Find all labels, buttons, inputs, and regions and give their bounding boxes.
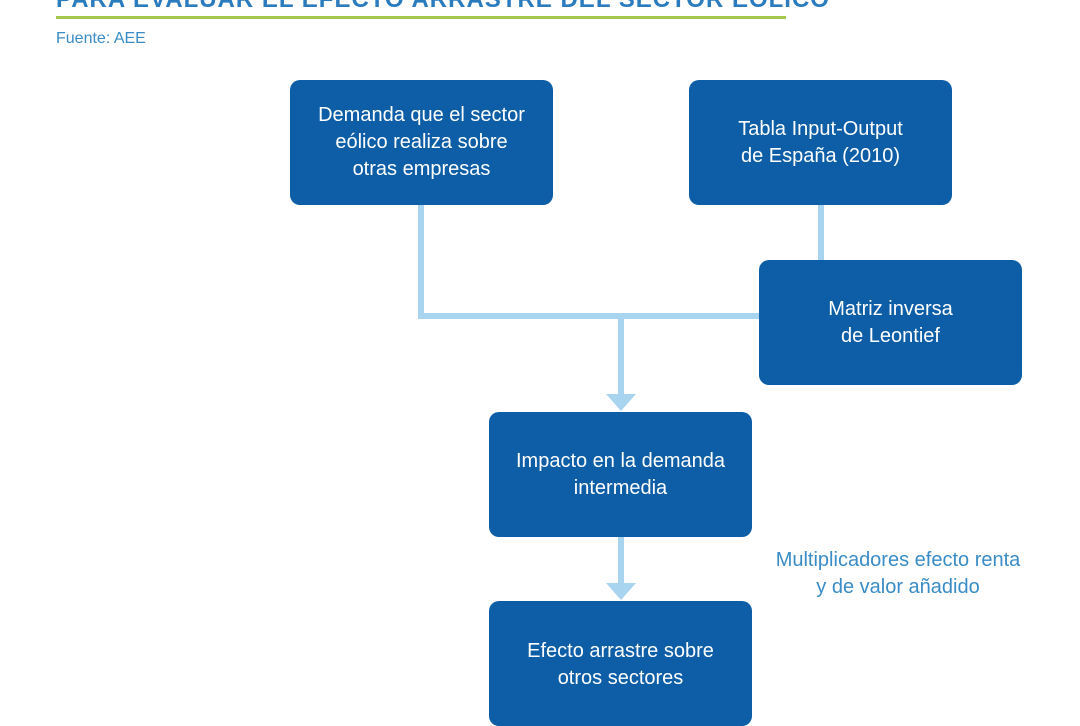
source-label: Fuente: AEE [56, 30, 146, 47]
annotation-multiplicadores: Multiplicadores efecto renta y de valor … [775, 549, 1021, 598]
node-matriz: Matriz inversa de Leontief [759, 260, 1022, 385]
title-underline [56, 16, 786, 19]
node-efecto: Efecto arrastre sobre otros sectores [489, 601, 752, 726]
connector-lines [418, 204, 824, 600]
arrow-head-impacto [606, 394, 636, 411]
arrow-head-efecto [606, 583, 636, 600]
node-impacto: Impacto en la demanda intermedia [489, 412, 752, 537]
node-demanda: Demanda que el sector eólico realiza sob… [290, 80, 553, 205]
figure-title: PARA EVALUAR EL EFECTO ARRASTRE DEL SECT… [56, 0, 830, 14]
node-tabla: Tabla Input-Output de España (2010) [689, 80, 952, 205]
